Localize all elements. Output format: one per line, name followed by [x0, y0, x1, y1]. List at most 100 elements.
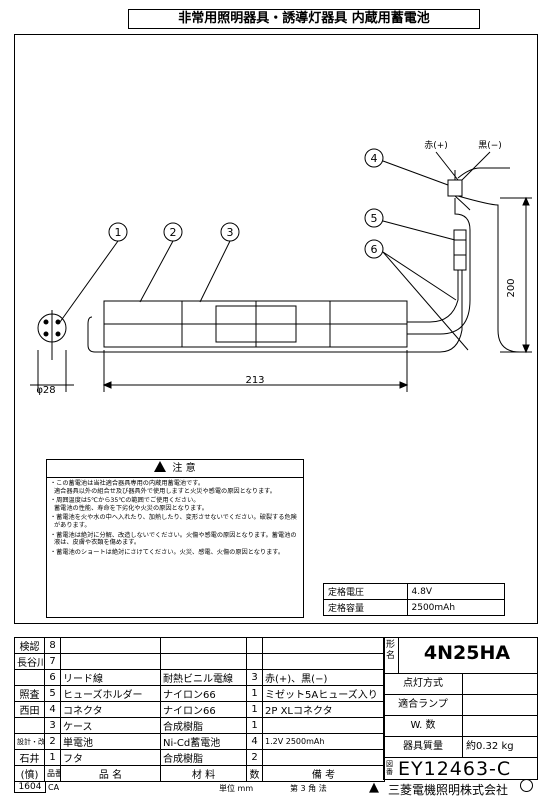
table-row: 6 リード線 耐熱ビニル電線 3 赤(+)、黒(−) [14, 669, 385, 686]
name-cell: 単電池 [60, 733, 161, 750]
header-material: 材 料 [160, 765, 247, 782]
drawing-number: EY12463-C [398, 758, 512, 780]
connector [453, 229, 467, 271]
sign-cell [14, 669, 45, 686]
qty-cell [246, 637, 263, 654]
table-row: 長谷川 7 [14, 653, 385, 670]
projection-label: 第 3 角 法 [290, 784, 327, 793]
table-row: 石井 1 フタ 合成樹脂 2 [14, 749, 385, 766]
caution-note: ・周囲温度は5℃から35℃の範囲でご使用ください。 蓄電池の性能、寿命を下劣化や… [50, 497, 208, 512]
model-number: 4N25HA [423, 642, 511, 664]
note-cell: 1.2V 2500mAh [262, 733, 385, 750]
callout-1: 1 [115, 226, 122, 239]
no-cell: 4 [44, 701, 61, 718]
callout-5: 5 [371, 212, 378, 225]
sign-cell: 検認 [14, 637, 45, 654]
dim-length: 213 [245, 375, 264, 386]
name-cell: ケース [60, 717, 161, 734]
caution-heading: 注 意 [47, 460, 303, 478]
material-cell: ナイロン66 [160, 685, 247, 702]
note-cell [262, 637, 385, 654]
name-cell: コネクタ [60, 701, 161, 718]
qty-cell: 1 [246, 717, 263, 734]
revision-suffix: CA [48, 783, 60, 792]
header-sign: (憤) [14, 765, 45, 782]
warning-icon [154, 461, 167, 472]
revision-code: 1604 [14, 781, 46, 793]
no-cell: 3 [44, 717, 61, 734]
wire-black-label: 黒(−) [478, 140, 502, 151]
caution-note: ・この蓄電池は当社適合器具専用の内蔵用蓄電池です。 適合器具以外の組合せ及び器具… [50, 480, 276, 495]
header-note: 備 考 [262, 765, 385, 782]
parts-table: 検認 8 長谷川 7 6 リード線 耐熱ビニル電線 3 赤(+)、黒(−) 照査… [14, 637, 385, 782]
mass-label: 器具質量 [403, 741, 443, 752]
callout-2: 2 [170, 226, 177, 239]
caution-box: 注 意 ・この蓄電池は当社適合器具専用の内蔵用蓄電池です。 適合器具以外の組合せ… [46, 459, 304, 618]
qty-cell [246, 653, 263, 670]
caution-note: ・蓄電池を火や水の中へ入れたり、加熱したり、変形させないでください。破裂する危険… [50, 514, 297, 529]
no-cell: 7 [44, 653, 61, 670]
qty-cell: 1 [246, 701, 263, 718]
circle-mark-icon [520, 779, 533, 792]
name-cell [60, 637, 161, 654]
table-header-row: (憤) 品番 品 名 材 料 数 備 考 [14, 765, 385, 782]
document-title: 非常用照明器具・誘導灯器具 内蔵用蓄電池 [128, 9, 480, 29]
name-cell: リード線 [60, 669, 161, 686]
wire-red-label: 赤(+) [424, 140, 448, 151]
name-cell: ヒューズホルダー [60, 685, 161, 702]
material-cell: Ni-Cd蓄電池 [160, 733, 247, 750]
caution-note: ・蓄電池は絶対に分解、改造しないでください。火傷や感電の原因となります。蓄電池の… [50, 531, 297, 547]
sign-cell: 照査 [14, 685, 45, 702]
material-cell: 合成樹脂 [160, 717, 247, 734]
no-cell: 1 [44, 749, 61, 766]
lighting-label: 点灯方式 [403, 678, 443, 689]
no-cell: 5 [44, 685, 61, 702]
no-cell: 2 [44, 733, 61, 750]
no-cell: 8 [44, 637, 61, 654]
callout-3: 3 [227, 226, 234, 239]
name-cell [60, 653, 161, 670]
header-name: 品 名 [60, 765, 161, 782]
material-cell: 合成樹脂 [160, 749, 247, 766]
no-cell: 6 [44, 669, 61, 686]
table-row: 照査 5 ヒューズホルダー ナイロン66 1 ミゼット5Aヒューズ入り [14, 685, 385, 702]
note-cell [262, 749, 385, 766]
lamp-label: 適合ランプ [398, 699, 448, 710]
header-qty: 数 [246, 765, 263, 782]
table-row: 検認 8 [14, 637, 385, 654]
spec-value: 4.8V [406, 583, 505, 600]
watt-label: W. 数 [410, 720, 436, 731]
spec-value: 2500mAh [406, 599, 505, 616]
name-cell: フタ [60, 749, 161, 766]
sign-cell [14, 717, 45, 734]
sign-cell: 石井 [14, 749, 45, 766]
note-cell [262, 653, 385, 670]
callout-4: 4 [371, 152, 378, 165]
qty-cell: 4 [246, 733, 263, 750]
note-cell [262, 717, 385, 734]
spec-label: 定格容量 [323, 599, 408, 616]
callout-6: 6 [371, 243, 378, 256]
spec-row: 定格容量 2500mAh [323, 599, 505, 616]
table-row: 3 ケース 合成樹脂 1 [14, 717, 385, 734]
dim-diameter: φ28 [36, 385, 55, 396]
caution-note: ・蓄電池のショートは絶対にさけてください。火災、感電、火傷の原因となります。 [50, 548, 285, 556]
company-name: 三菱電機照明株式会社 [388, 783, 509, 797]
technical-drawing: 1 2 3 4 5 6 赤(+) 黒(−) φ28 213 200 [30, 140, 532, 396]
note-cell: 赤(+)、黒(−) [262, 669, 385, 686]
spec-label: 定格電圧 [323, 583, 408, 600]
qty-cell: 2 [246, 749, 263, 766]
spec-row: 定格電圧 4.8V [323, 583, 505, 600]
table-row: 西田 4 コネクタ ナイロン66 1 2P XLコネクタ [14, 701, 385, 718]
drawing-mark: 図番 [386, 760, 393, 776]
spec-table: 定格電圧 4.8V 定格容量 2500mAh [323, 583, 505, 616]
model-label: 形名 [386, 640, 396, 661]
unit-label: 単位 mm [219, 784, 254, 793]
dim-lead: 200 [506, 278, 517, 297]
material-cell [160, 653, 247, 670]
sign-cell: 設計・改定 [14, 733, 45, 750]
table-row: 設計・改定 2 単電池 Ni-Cd蓄電池 4 1.2V 2500mAh [14, 733, 385, 750]
drawing-frame [14, 34, 538, 624]
sign-cell: 西田 [14, 701, 45, 718]
header-no: 品番 [44, 765, 61, 782]
